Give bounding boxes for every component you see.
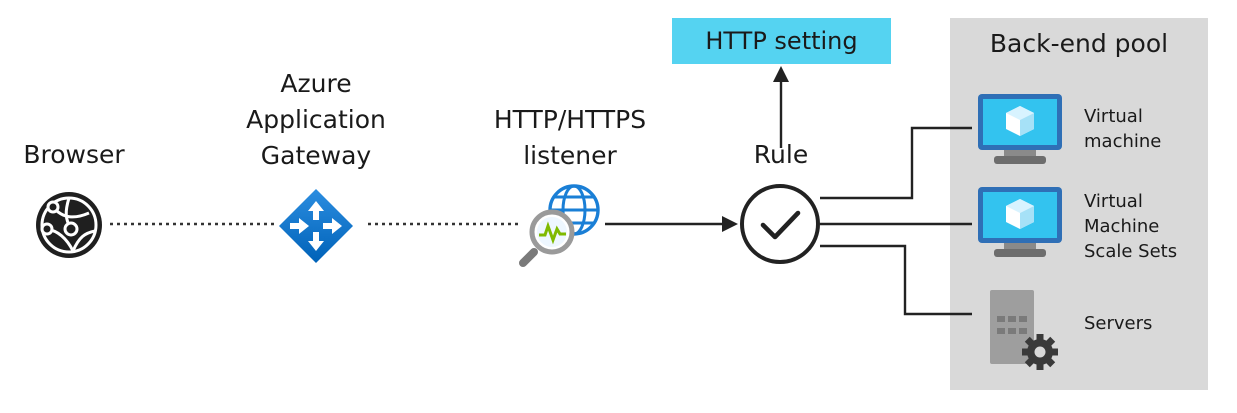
vm-label-line1: Virtual bbox=[1084, 106, 1143, 127]
rule-vm-connector bbox=[820, 126, 972, 200]
vmss-label-line3: Scale Sets bbox=[1084, 241, 1178, 262]
servers-label: Servers bbox=[1084, 313, 1153, 334]
virtual-machine-icon bbox=[978, 94, 1062, 164]
application-gateway-icon bbox=[279, 189, 353, 263]
checkmark-circle-icon bbox=[740, 184, 820, 264]
gateway-label-line1: Azure bbox=[280, 69, 352, 98]
listener-label-line2: listener bbox=[523, 141, 617, 170]
server-gear-icon bbox=[990, 290, 1058, 370]
vm-label-line2: machine bbox=[1084, 131, 1162, 152]
vmss-label-line1: Virtual bbox=[1084, 191, 1143, 212]
rule-label: Rule bbox=[753, 140, 809, 169]
rule-servers-connector bbox=[820, 244, 972, 316]
listener-label-line1: HTTP/HTTPS bbox=[493, 105, 647, 134]
http-setting-box: HTTP setting bbox=[672, 18, 891, 64]
listener-rule-arrowhead bbox=[722, 216, 738, 232]
backend-pool-title: Back-end pool bbox=[989, 29, 1169, 58]
gateway-label-line2: Application bbox=[246, 105, 386, 134]
gateway-label-line3: Gateway bbox=[260, 141, 372, 170]
browser-label: Browser bbox=[23, 140, 125, 169]
vm-scale-set-icon bbox=[978, 187, 1062, 257]
rule-setting-arrowhead bbox=[773, 66, 789, 82]
listener-magnifier-globe-icon bbox=[519, 184, 600, 267]
vmss-label-line2: Machine bbox=[1084, 216, 1160, 237]
browser-globe-icon bbox=[36, 192, 102, 258]
